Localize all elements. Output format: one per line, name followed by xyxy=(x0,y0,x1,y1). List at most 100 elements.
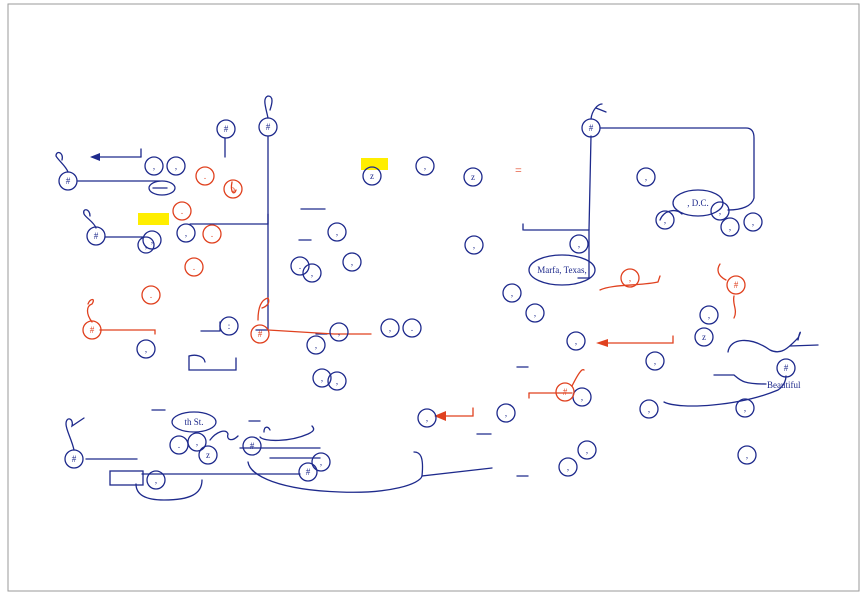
blue-circle-zee xyxy=(362,166,382,186)
red-circle-period xyxy=(195,166,215,186)
blue-symbol-comma: , xyxy=(729,222,731,232)
blue-circles: #####,,z,z,,,,,,,,,,,.,,,,:,,,.,,,z,#,,,… xyxy=(58,117,796,490)
red-circle-comma xyxy=(620,268,640,288)
red-symbol-hash: # xyxy=(734,280,739,290)
red-symbol-hash: # xyxy=(563,387,568,397)
blue-circle-hash xyxy=(58,171,78,191)
red-circle-period xyxy=(184,257,204,277)
blue-symbol-colon: : xyxy=(228,321,231,331)
blue-circle-comma xyxy=(639,399,659,419)
red-circle-hash xyxy=(82,320,102,340)
blue-circle-comma xyxy=(302,263,322,283)
blue-symbol-period: . xyxy=(178,440,180,450)
blue-circle-zee xyxy=(694,327,714,347)
label-ellipse xyxy=(148,180,176,196)
blue-symbol-period: . xyxy=(299,261,301,271)
blue-circle-comma xyxy=(342,252,362,272)
blue-circle-comma xyxy=(327,222,347,242)
blue-circle-hash xyxy=(258,117,278,137)
blue-symbol-comma: , xyxy=(581,392,583,402)
blue-circle-comma xyxy=(187,432,207,452)
red-circle-hash xyxy=(555,382,575,402)
blue-circle-comma xyxy=(144,156,164,176)
blue-circle-comma xyxy=(311,452,331,472)
blue-symbol-comma: , xyxy=(311,268,313,278)
red-symbol-period: . xyxy=(181,206,183,216)
red-symbol-cap: ↄ xyxy=(231,184,235,194)
blue-symbol-comma: , xyxy=(473,240,475,250)
red-symbol-hash: # xyxy=(258,329,263,339)
blue-symbol-comma: , xyxy=(708,310,710,320)
blue-symbol-zee: z xyxy=(206,450,210,460)
blue-symbol-comma: , xyxy=(567,462,569,472)
label-ellipse-th-st xyxy=(171,411,217,433)
blue-circle-colon xyxy=(219,316,239,336)
highlight-mark xyxy=(138,213,169,225)
red-circles: . ↄ.... # #, # # xyxy=(82,166,746,402)
blue-circle-comma xyxy=(496,403,516,423)
blue-circle-hash xyxy=(216,119,236,139)
blue-symbol-comma: , xyxy=(575,336,577,346)
blue-symbol-comma: , xyxy=(746,450,748,460)
blue-circle-comma xyxy=(327,371,347,391)
blue-symbol-comma: , xyxy=(321,373,323,383)
red-symbol-hash: # xyxy=(90,325,95,335)
blue-symbol-comma: , xyxy=(426,413,428,423)
blue-symbol-comma: , xyxy=(338,327,340,337)
red-strokes xyxy=(86,181,737,421)
blue-symbol-comma: , xyxy=(664,215,666,225)
blue-circle-comma xyxy=(502,283,522,303)
red-circle-cap xyxy=(223,179,243,199)
blue-circle-comma xyxy=(176,223,196,243)
blue-circle-comma xyxy=(720,217,740,237)
blue-symbol-comma: , xyxy=(744,403,746,413)
blue-symbol-comma: , xyxy=(578,239,580,249)
highlight-mark xyxy=(361,158,388,170)
blue-circle-comma xyxy=(166,156,186,176)
blue-circle-comma xyxy=(142,230,162,250)
blue-strokes xyxy=(55,95,819,501)
blue-symbol-comma: , xyxy=(648,404,650,414)
blue-symbol-hash: # xyxy=(94,231,99,241)
blue-circle-comma xyxy=(415,156,435,176)
page-frame xyxy=(7,3,860,592)
blue-symbol-comma: , xyxy=(315,340,317,350)
blue-circle-comma xyxy=(329,322,349,342)
red-circle-period xyxy=(172,201,192,221)
blue-symbol-hash: # xyxy=(72,454,77,464)
blue-circle-hash xyxy=(581,118,601,138)
blue-symbol-comma: , xyxy=(351,257,353,267)
blue-symbol-comma: , xyxy=(534,308,536,318)
blue-symbol-comma: , xyxy=(196,437,198,447)
blue-circle-comma xyxy=(655,210,675,230)
red-symbol-comma: , xyxy=(629,273,631,283)
blue-symbol-comma: , xyxy=(719,206,721,216)
blue-symbol-comma: , xyxy=(145,240,147,250)
label-th-st: th St. xyxy=(184,417,203,427)
blue-symbol-zee: z xyxy=(471,172,475,182)
blue-symbol-comma: , xyxy=(145,344,147,354)
blue-circle-comma xyxy=(146,470,166,490)
blue-symbol-comma: , xyxy=(752,217,754,227)
blue-symbol-hash: # xyxy=(784,363,789,373)
blue-circle-comma xyxy=(699,305,719,325)
blue-circle-comma xyxy=(306,335,326,355)
blue-symbol-comma: , xyxy=(155,475,157,485)
blue-circle-hash xyxy=(776,358,796,378)
blue-symbol-comma: , xyxy=(320,457,322,467)
blue-circle-comma xyxy=(710,201,730,221)
label-dc: , D.C. xyxy=(687,198,709,208)
blue-circle-comma xyxy=(577,440,597,460)
red-symbol-period: . xyxy=(204,171,206,181)
blue-symbol-comma: , xyxy=(511,288,513,298)
blue-circle-comma xyxy=(417,408,437,428)
red-symbol-period: . xyxy=(211,229,213,239)
blue-circle-comma xyxy=(137,236,155,254)
blue-symbol-hash: # xyxy=(250,441,255,451)
blue-circle-comma xyxy=(525,303,545,323)
blue-circle-comma xyxy=(569,234,589,254)
blue-circle-comma xyxy=(566,331,586,351)
blue-symbol-period: . xyxy=(411,323,413,333)
blue-circle-hash xyxy=(64,449,84,469)
blue-circle-comma xyxy=(558,457,578,477)
